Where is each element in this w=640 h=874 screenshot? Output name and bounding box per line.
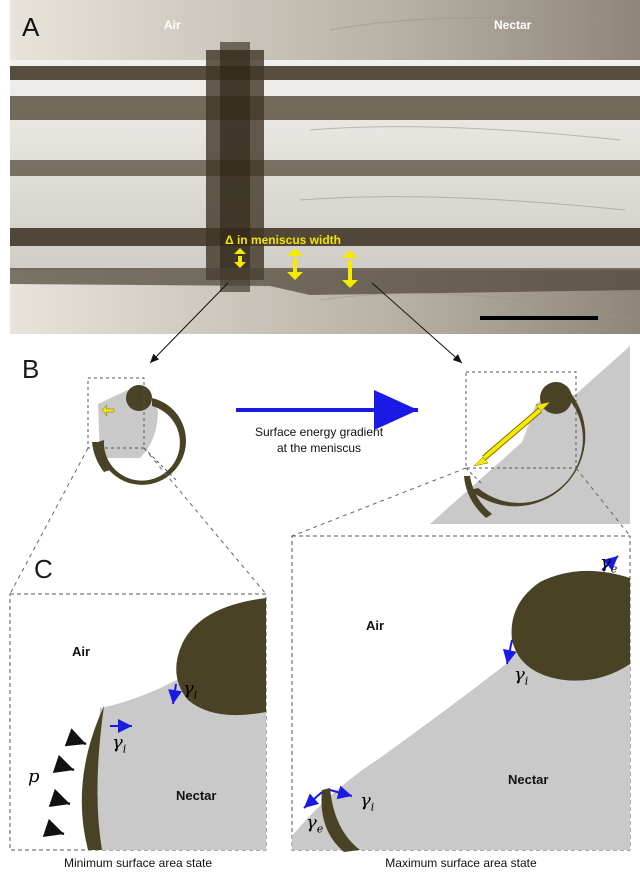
pressure-symbol: p — [28, 766, 40, 787]
nectar-label-c-left: Nectar — [176, 788, 217, 803]
panel-letter-b: B — [22, 354, 40, 384]
scale-bar — [480, 316, 598, 320]
meniscus-width-label: Δ in meniscus width — [225, 233, 341, 247]
micrograph-image — [10, 0, 640, 334]
papilla-head-c-right — [511, 570, 630, 681]
papilla-small-meniscus — [92, 385, 186, 485]
caption-max-state: Maximum surface area state — [385, 856, 537, 870]
air-label-c-left: Air — [72, 644, 91, 659]
papilla-large-meniscus — [464, 382, 586, 518]
zoom-box-right — [465, 371, 577, 485]
gamma-i-label-tail-right: γi — [360, 790, 375, 814]
detail-min-surface — [9, 593, 267, 851]
papilla-tail-c-right — [321, 788, 360, 852]
panel-letter-c: C — [34, 554, 53, 584]
nectar-label-micrograph: Nectar — [494, 18, 532, 32]
gamma-i-label-tail-left: γi — [112, 732, 127, 756]
micrograph-panel — [10, 0, 640, 334]
air-label-micrograph: Air — [164, 18, 181, 32]
air-label-c-right: Air — [366, 618, 385, 633]
papilla-head-c-left — [176, 598, 266, 716]
pressure-arrows — [42, 728, 87, 838]
gradient-caption: Surface energy gradient at the meniscus — [234, 424, 404, 456]
caption-min-state: Minimum surface area state — [63, 856, 213, 870]
zoom-box-left — [87, 377, 177, 481]
gamma-i-arrow-head — [168, 683, 182, 705]
pointer-arrow-right — [371, 282, 463, 364]
nectar-label-c-right: Nectar — [508, 772, 549, 787]
panel-letter-a: A — [22, 12, 40, 42]
papilla-tail-c-left — [81, 706, 104, 850]
gamma-i-label-head-left: γi — [183, 678, 198, 702]
pointer-arrow-left — [149, 282, 229, 364]
gamma-e-label-head-right: γe — [600, 552, 618, 576]
detail-max-surface — [291, 535, 631, 852]
gradient-caption-line2: at the meniscus — [276, 441, 362, 455]
gradient-caption-line1: Surface energy gradient — [254, 425, 384, 439]
gamma-e-label-tail-right: γe — [306, 812, 324, 836]
gamma-i-label-head-right: γi — [514, 664, 529, 688]
